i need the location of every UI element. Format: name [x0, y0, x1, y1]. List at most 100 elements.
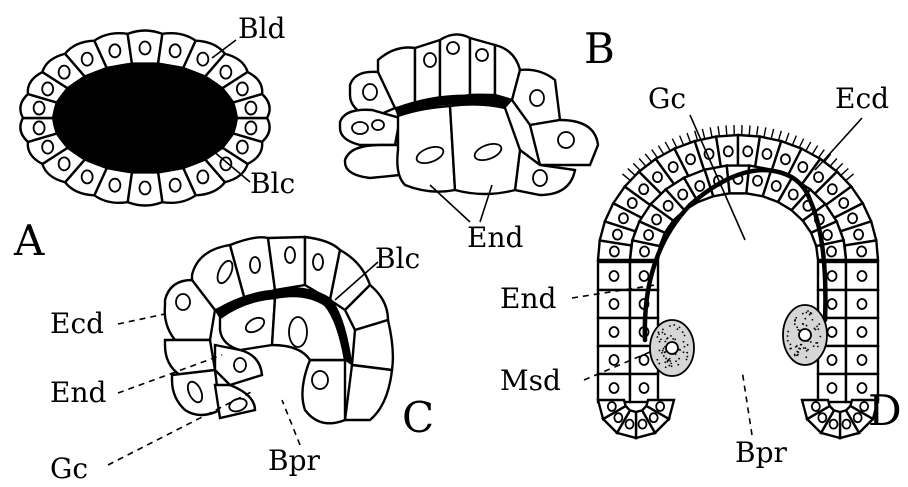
panel-d-stipple-dot	[664, 351, 666, 353]
panel-b-nucleus	[476, 49, 488, 61]
panel-d-nucleus	[781, 154, 790, 164]
panel-d-letter: D	[868, 386, 902, 435]
panel-d-nucleus	[610, 383, 619, 393]
panel-d-stipple-dot	[665, 366, 667, 368]
panel-b-letter: B	[584, 24, 615, 73]
panel-a-label-bld: Bld	[238, 12, 286, 45]
panel-d-stipple-dot	[684, 346, 686, 348]
panel-d-nucleus	[610, 246, 619, 256]
panel-d-nucleus	[644, 230, 653, 240]
panel-d-nucleus	[608, 402, 616, 411]
panel-a-nucleus	[34, 121, 45, 134]
panel-d-stipple-dot	[659, 341, 661, 343]
panel-a-nucleus	[109, 44, 120, 57]
panel-d-nucleus	[610, 355, 619, 365]
panel-d-cilium	[658, 146, 663, 154]
panel-d-stipple-dot	[656, 336, 658, 338]
panel-d-label-bpr: Bpr	[735, 436, 788, 469]
panel-d-nucleus	[858, 327, 867, 337]
panel-d-stipple-dot	[663, 355, 665, 357]
panel-c-endoderm-nucleus	[234, 358, 246, 372]
panel-c-nucleus	[176, 294, 190, 310]
panel-d-stipple-dot	[673, 324, 675, 326]
panel-d-stipple-dot	[797, 354, 799, 356]
panel-d-label-ecd: Ecd	[835, 82, 889, 115]
panel-d-cilium	[652, 150, 658, 158]
panel-d-stipple-dot	[794, 323, 796, 325]
panel-d-nucleus	[652, 215, 661, 225]
panel-b-nucleus	[424, 53, 436, 67]
panel-d-nucleus	[854, 413, 862, 422]
panel-d-stipple-dot	[670, 335, 672, 337]
panel-d-stipple-dot	[806, 350, 808, 352]
panel-d-nucleus	[814, 172, 823, 182]
panel-d-nucleus	[656, 402, 664, 411]
panel-d-stipple-dot	[668, 365, 670, 367]
panel-b-nucleus	[530, 90, 544, 106]
panel-b-nucleus	[558, 132, 574, 148]
panel-d-stipple-dot	[795, 317, 797, 319]
panel-d-cilium	[786, 133, 789, 142]
panel-b-cell	[340, 110, 400, 145]
panel-d-nucleus	[858, 383, 867, 393]
panel-d-stipple-dot	[819, 336, 821, 338]
panel-d-cilium	[799, 139, 803, 148]
panel-a-nucleus	[197, 53, 208, 66]
panel-b-cell	[345, 145, 400, 178]
panel-d-stipple-dot	[795, 346, 797, 348]
panel-a-nucleus	[140, 42, 151, 55]
panel-d-nucleus	[818, 413, 826, 422]
panel-c-label-end: End	[50, 376, 106, 409]
panel-d-cilium	[778, 131, 781, 141]
panel-c-nucleus	[250, 257, 260, 273]
panel-d-stipple-dot	[805, 347, 807, 349]
panel-d-cilium	[757, 126, 758, 136]
panel-d-stipple-dot	[663, 348, 665, 350]
panel-d-stipple-dot	[686, 352, 688, 354]
panel-d-stipple-dot	[807, 310, 809, 312]
panel-d-cilium	[628, 169, 635, 176]
panel-d-stipple-dot	[809, 314, 811, 316]
panel-d-stipple-dot	[658, 363, 660, 365]
panel-d-stipple-dot	[815, 342, 817, 344]
panel-d-nucleus	[610, 271, 619, 281]
panel-d-nucleus	[789, 189, 798, 199]
panel-d-stipple-dot	[807, 349, 809, 351]
panel-d-cilium	[672, 139, 676, 148]
panel-d-stipple-dot	[665, 358, 667, 360]
panel-d-mesoderm-nucleus	[666, 342, 678, 354]
panel-d-nucleus	[669, 162, 678, 172]
panel-c-endoderm-nucleus	[289, 317, 307, 347]
panel-d-nucleus	[686, 154, 695, 164]
panel-d-stipple-dot	[813, 328, 815, 330]
panel-d-stipple-dot	[683, 351, 685, 353]
panel-d-nucleus	[857, 246, 866, 256]
panel-d-nucleus	[650, 413, 658, 422]
panel-a-nucleus	[59, 66, 70, 79]
panel-a-nucleus	[82, 53, 93, 66]
panel-d-cilium	[749, 125, 750, 135]
panel-a-nucleus	[59, 157, 70, 170]
panel-d-cells	[598, 135, 878, 438]
panel-d-stipple-dot	[683, 341, 685, 343]
panel-d-nucleus	[828, 355, 837, 365]
panel-d-cilium	[726, 125, 727, 135]
panel-d-nucleus	[858, 299, 867, 309]
panel-d-stipple-dot	[672, 338, 674, 340]
panel-a-blastocoel	[53, 63, 237, 173]
panel-d-cilium	[639, 158, 646, 166]
panel-c: Blc Ecd End Gc Bpr C	[50, 237, 434, 485]
panel-a-nucleus	[170, 44, 181, 57]
panel-d-bpr-leader	[742, 370, 752, 435]
panel-a-nucleus	[237, 82, 248, 95]
panel-d-nucleus	[827, 247, 836, 257]
panel-d-stipple-dot	[805, 312, 807, 314]
panel-c-label-ecd: Ecd	[50, 307, 104, 340]
panel-d-mesoderm-nucleus	[799, 329, 811, 341]
panel-a: Bld Blc A	[13, 12, 295, 265]
panel-d-stipple-dot	[686, 356, 688, 358]
panel-d-label-end: End	[500, 282, 556, 315]
panel-d-stipple-dot	[817, 346, 819, 348]
panel-d-nucleus	[614, 413, 622, 422]
panel-d-nucleus	[848, 213, 857, 223]
